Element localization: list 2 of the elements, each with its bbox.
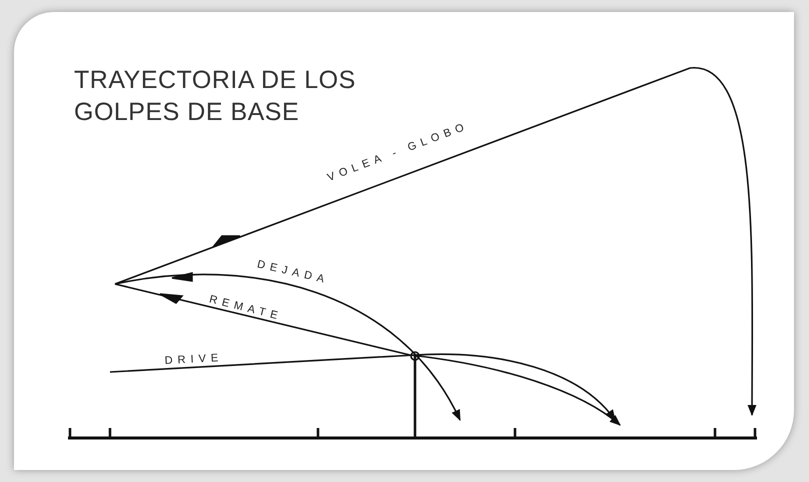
trajectory-label: DRIVE <box>164 352 224 367</box>
diagram-title: TRAYECTORIA DE LOS GOLPES DE BASE <box>74 65 357 128</box>
